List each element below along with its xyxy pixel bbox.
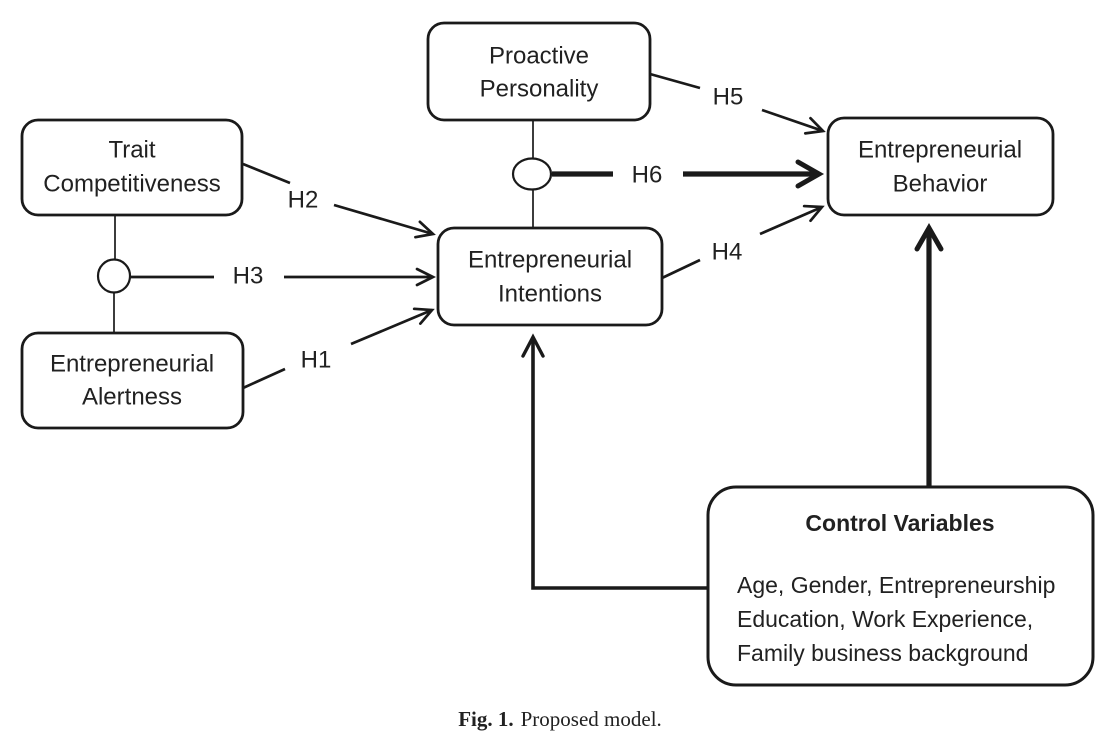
label-h6: H6 [632,162,663,189]
node-box [706,485,1095,687]
node-label-line: Behavior [893,171,988,198]
figure-caption-text: Proposed model. [521,707,662,731]
figure-caption: Fig. 1. Proposed model. [458,707,662,731]
control-variables-line: Education, Work Experience, [737,606,1033,632]
node-proactive-personality: Proactive Personality [426,21,652,122]
node-entrepreneurial-intentions: Entrepreneurial Intentions [436,226,664,327]
arrow-h2-head [333,203,436,239]
node-box [426,21,652,122]
node-label-line: Entrepreneurial [468,247,632,274]
figure-caption-number: Fig. 1. [458,707,513,731]
node-label-line: Proactive [489,43,589,70]
control-variables-line: Age, Gender, Entrepreneurship [737,572,1055,598]
label-h3: H3 [233,263,264,290]
node-label-line: Entrepreneurial [858,137,1022,164]
node-label-line: Trait [108,137,155,164]
label-h1: H1 [301,347,332,374]
arrow-h4 [661,204,825,280]
moderation-circle-right [511,157,553,191]
label-h5: H5 [713,84,744,111]
node-control-variables: Control Variables Age, Gender, Entrepren… [706,485,1095,687]
moderation-connector-right [511,120,553,228]
node-box [826,116,1055,217]
moderation-circle-left [96,258,132,294]
node-label-line: Entrepreneurial [50,351,214,378]
arrow-h1 [242,307,435,390]
arrow-h2 [242,162,436,239]
node-entrepreneurial-alertness: Entrepreneurial Alertness [20,331,245,430]
label-h2: H2 [288,187,319,214]
node-label-line: Competitiveness [43,171,220,198]
arrow-h5-tail [649,72,701,90]
arrow-h5 [649,72,826,135]
node-trait-competitiveness: Trait Competitiveness [20,118,244,217]
node-entrepreneurial-behavior: Entrepreneurial Behavior [826,116,1055,217]
node-label-line: Intentions [498,281,602,308]
node-label-line: Alertness [82,384,182,411]
arrow-h4-tail [661,258,701,280]
moderation-connector-left [96,215,132,333]
control-variables-title: Control Variables [805,510,994,536]
control-variables-line: Family business background [737,640,1028,666]
node-box [20,331,245,430]
arrow-h1-head [350,307,435,346]
node-box [436,226,664,327]
label-h4: H4 [712,239,743,266]
arrow-controls-to-intentions [521,333,708,590]
arrow-h5-head [761,108,826,135]
arrow-h4-head [759,204,825,236]
arrow-h1-tail [242,367,286,390]
node-label-line: Personality [480,76,599,103]
node-box [20,118,244,217]
arrow-h2-tail [242,162,291,185]
